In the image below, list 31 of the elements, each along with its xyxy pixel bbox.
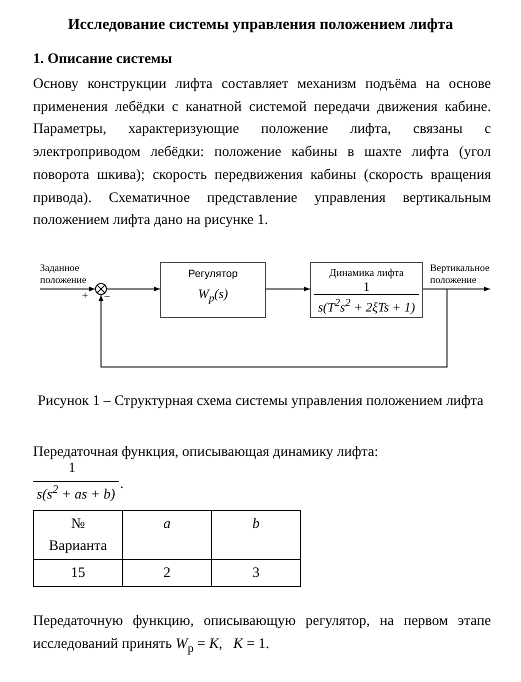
plus-sign: + <box>82 291 88 302</box>
input-label: Заданное положение <box>40 263 98 291</box>
fraction-numerator: 1 <box>363 279 370 294</box>
arrow <box>266 286 310 292</box>
table-value: 15 <box>34 560 122 586</box>
formula-numerator: 1 <box>68 461 76 477</box>
column-header: a <box>122 510 212 560</box>
table-value: 3 <box>212 560 300 586</box>
block-title: Динамика лифта <box>329 268 404 279</box>
fraction-denominator: s(T$^{2}$s$^{2}$ + 2ξTs + 1) <box>314 294 420 314</box>
figure-caption: Рисунок 1 – Структурная схема системы управления положением лифта <box>36 393 484 410</box>
summing-junction-icon <box>95 283 107 295</box>
column-header: b <box>212 510 300 560</box>
formula-denominator: s(s$^{2}$ + as + b) <box>33 481 119 504</box>
arrow <box>98 288 448 368</box>
paragraph: Передаточная функция, описывающая динамику лифта: <box>33 443 380 462</box>
paragraph: Основу конструкции лифта составляет механизм подъёма на основе применения лебёдки с канатной системой передачи движения кабине. Параметры, характеризующие положение лифта, связаны с электроприводом лебёдки: положение кабины в шахте лифта (угол поворота шкива); скорость передвижения кабины (скорость вращения привода). Схематичное представление управления вертикальным положением лифта дано на рисунке 1. <box>33 75 491 230</box>
period-mark: . <box>120 477 124 493</box>
column-header: № Варианта <box>34 510 122 560</box>
transfer-function: W$_{p}$(s) <box>198 286 228 307</box>
controller-block <box>160 262 266 318</box>
plant-block <box>310 262 423 318</box>
arrow <box>106 286 160 292</box>
table-value: 2 <box>122 560 212 586</box>
page-title: Исследование системы управления положением лифта <box>66 16 454 34</box>
minus-sign: − <box>104 292 110 303</box>
block-title: Регулятор <box>188 268 238 280</box>
arrow <box>40 286 96 292</box>
paragraph: Передаточную функцию, описывающую регулятор, на первом этапе исследований принять W$_{p}$ = K, K = 1. <box>33 612 491 657</box>
section-heading: 1. Описание системы <box>33 51 174 68</box>
output-label: Вертикальное положение <box>430 263 490 291</box>
